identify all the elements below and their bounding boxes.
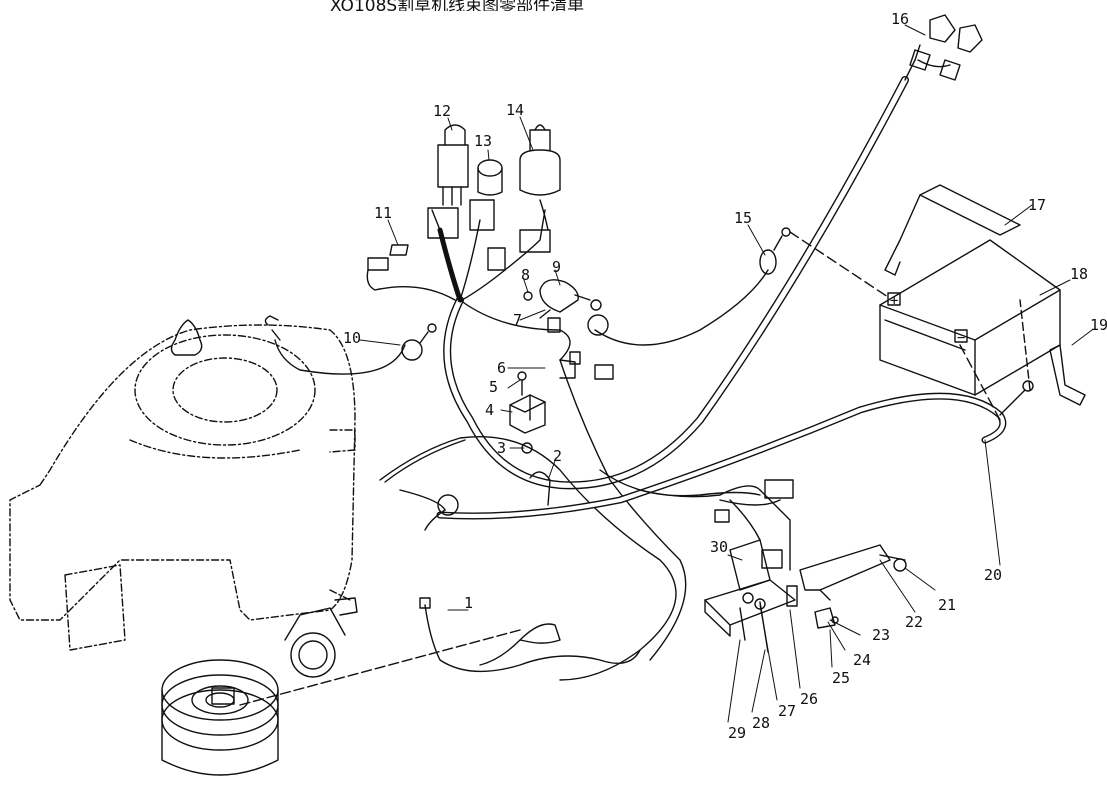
callout-30: 30 xyxy=(710,538,728,556)
pto-switch xyxy=(427,124,469,239)
callout-21: 21 xyxy=(938,596,956,614)
light-switch xyxy=(469,159,503,231)
pto-clutch xyxy=(161,659,279,776)
callout-25: 25 xyxy=(832,669,850,687)
callout-labels: 1 2 3 4 5 6 7 8 9 10 11 12 13 14 15 16 1… xyxy=(343,10,1107,742)
callout-5: 5 xyxy=(489,378,498,396)
callout-26: 26 xyxy=(800,690,818,708)
callout-23: 23 xyxy=(872,626,890,644)
callout-19: 19 xyxy=(1090,316,1107,334)
callout-3: 3 xyxy=(497,439,506,457)
callout-6: 6 xyxy=(497,359,506,377)
battery-positive-label: + xyxy=(890,293,898,309)
callout-2: 2 xyxy=(553,447,562,465)
battery-negative-label: − xyxy=(957,330,965,346)
callout-29: 29 xyxy=(728,724,746,742)
starter-solenoid xyxy=(539,279,602,333)
callout-20: 20 xyxy=(984,566,1002,584)
callout-12: 12 xyxy=(433,102,451,120)
callout-1: 1 xyxy=(464,594,473,612)
callout-17: 17 xyxy=(1028,196,1046,214)
rocker-switches xyxy=(909,14,983,81)
callout-18: 18 xyxy=(1070,265,1088,283)
engine xyxy=(9,324,356,651)
callout-10: 10 xyxy=(343,329,361,347)
diagram-title: XO108S割草机线束图零部件清单 xyxy=(330,0,585,11)
callout-15: 15 xyxy=(734,209,752,227)
callout-16: 16 xyxy=(891,10,909,28)
ignition-switch xyxy=(519,124,561,253)
callout-22: 22 xyxy=(905,613,923,631)
callout-28: 28 xyxy=(752,714,770,732)
callout-27: 27 xyxy=(778,702,796,720)
callout-14: 14 xyxy=(506,101,524,119)
callout-4: 4 xyxy=(485,401,494,419)
relay xyxy=(509,371,546,434)
callout-24: 24 xyxy=(853,651,871,669)
callout-11: 11 xyxy=(374,204,392,222)
callout-8: 8 xyxy=(521,266,530,284)
callout-13: 13 xyxy=(474,132,492,150)
callout-9: 9 xyxy=(552,258,561,276)
battery-strap xyxy=(884,184,1021,276)
battery xyxy=(879,239,1061,396)
callout-7: 7 xyxy=(513,311,522,329)
